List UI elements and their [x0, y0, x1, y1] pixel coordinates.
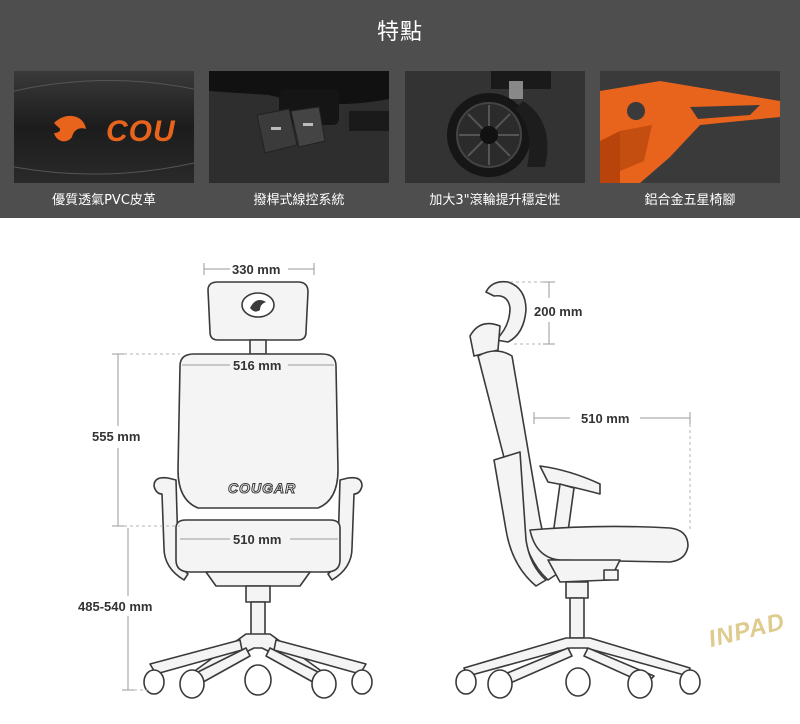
- feature-tile-caster-wheel: [405, 71, 585, 183]
- caster-wheel-image: [405, 71, 585, 183]
- tile-cougar-text: COU: [106, 115, 176, 148]
- dim-seat-height: 485-540 mm: [78, 599, 153, 614]
- lever-control-image: [209, 71, 389, 183]
- dim-backrest-width: 516 mm: [233, 358, 282, 373]
- features-header: 特點 COU: [0, 0, 800, 218]
- seat-cougar-logo: COUGAR: [227, 480, 297, 497]
- dim-seat-width: 510 mm: [233, 532, 282, 547]
- aluminum-base-image: [600, 71, 780, 183]
- feature-tile-aluminum-base: [600, 71, 780, 183]
- chair-dimension-diagram: [112, 263, 701, 699]
- features-title: 特點: [376, 20, 423, 45]
- dim-back-height: 555 mm: [92, 429, 141, 444]
- feature-caption-caster-wheel: 加大3"滾輪提升穩定性: [429, 193, 561, 208]
- side-view-chair: [455, 280, 701, 699]
- dim-headrest-width: 330 mm: [232, 262, 281, 277]
- feature-caption-aluminum-base: 鋁合金五星椅腳: [644, 193, 736, 208]
- dim-headrest-height: 200 mm: [534, 304, 583, 319]
- dim-seat-depth: 510 mm: [581, 411, 630, 426]
- feature-caption-pvc-leather: 優質透氣PVC皮革: [52, 193, 156, 208]
- pvc-leather-image: [14, 71, 194, 183]
- feature-tile-pvc-leather: COU: [14, 71, 194, 183]
- feature-tile-lever-control: [209, 71, 389, 183]
- front-view-chair: [143, 281, 373, 699]
- feature-caption-lever-control: 撥桿式線控系統: [253, 193, 345, 208]
